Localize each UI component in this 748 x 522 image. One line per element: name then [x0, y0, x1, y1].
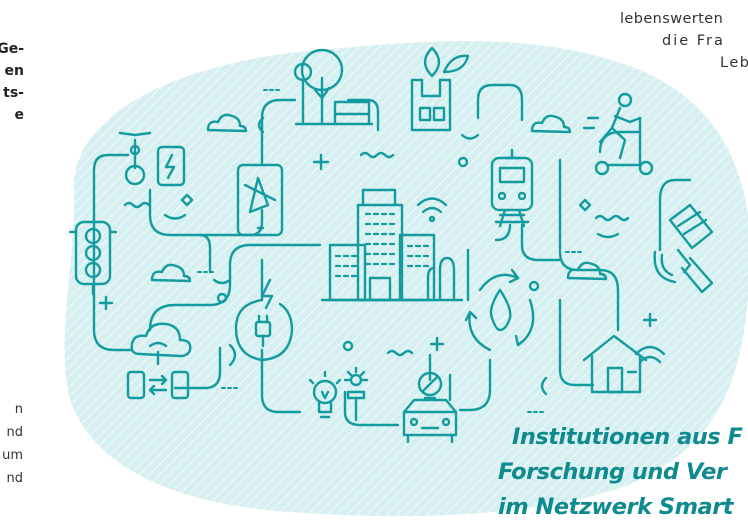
cloud-icon [150, 113, 608, 283]
right-text-line: die Fra [662, 33, 725, 49]
headline-quote: Institutionen aus F Forschung und Ver im… [498, 420, 748, 522]
left-column-body-text: n nd um nd [0, 398, 23, 490]
lightbulb-icon [308, 370, 342, 419]
diamond-icon [180, 193, 592, 212]
left-bold-line: e [14, 107, 25, 123]
right-text-line: a [620, 74, 748, 96]
network-lines [92, 83, 692, 427]
city-buildings-icon [320, 188, 464, 302]
left-bold-line: Ge- [0, 41, 24, 57]
water-cycle-icon [464, 268, 535, 352]
headline-line: Institutionen aus F [512, 424, 743, 450]
traffic-light-icon [68, 220, 118, 296]
left-bold-line: ts- [3, 85, 24, 101]
circle-icon [216, 156, 540, 352]
cloud-network-icon [126, 322, 192, 400]
green-factory-icon [410, 46, 470, 132]
wave-icon [123, 151, 630, 357]
right-text-line: Leb [720, 55, 748, 71]
city-windows [334, 212, 430, 278]
left-body-line: um [2, 448, 23, 463]
bicycle-icon [118, 131, 152, 186]
arc-shapes [163, 116, 620, 396]
left-body-line: nd [6, 471, 24, 486]
right-column-text: lebenswerten die Fra Leb a [620, 8, 748, 96]
headline-line: im Netzwerk Smart [498, 494, 734, 520]
plus-icon [98, 153, 658, 352]
electric-plug-icon [234, 278, 294, 362]
satellite-icon [653, 203, 714, 294]
left-body-line: n [14, 402, 23, 417]
background-blob [64, 41, 748, 517]
right-text-line: lebenswerten [620, 11, 724, 27]
train-icon [490, 148, 534, 228]
headline-line: Forschung und Ver [498, 459, 727, 485]
park-tree-bench-icon [293, 48, 374, 126]
left-bold-line: en [4, 63, 24, 79]
e-scooter-icon [582, 92, 654, 176]
navigation-phone-icon [236, 163, 284, 237]
left-body-line: nd [6, 425, 24, 440]
dash-icon [197, 89, 582, 413]
phone-charging-icon [156, 145, 186, 187]
streetlamp-sun-icon [343, 366, 369, 422]
left-column-bold-text: Ge- en ts- e [0, 38, 24, 126]
electric-car-co2-icon [402, 371, 458, 444]
wifi-icon [416, 197, 448, 223]
smart-home-icon [582, 334, 666, 394]
